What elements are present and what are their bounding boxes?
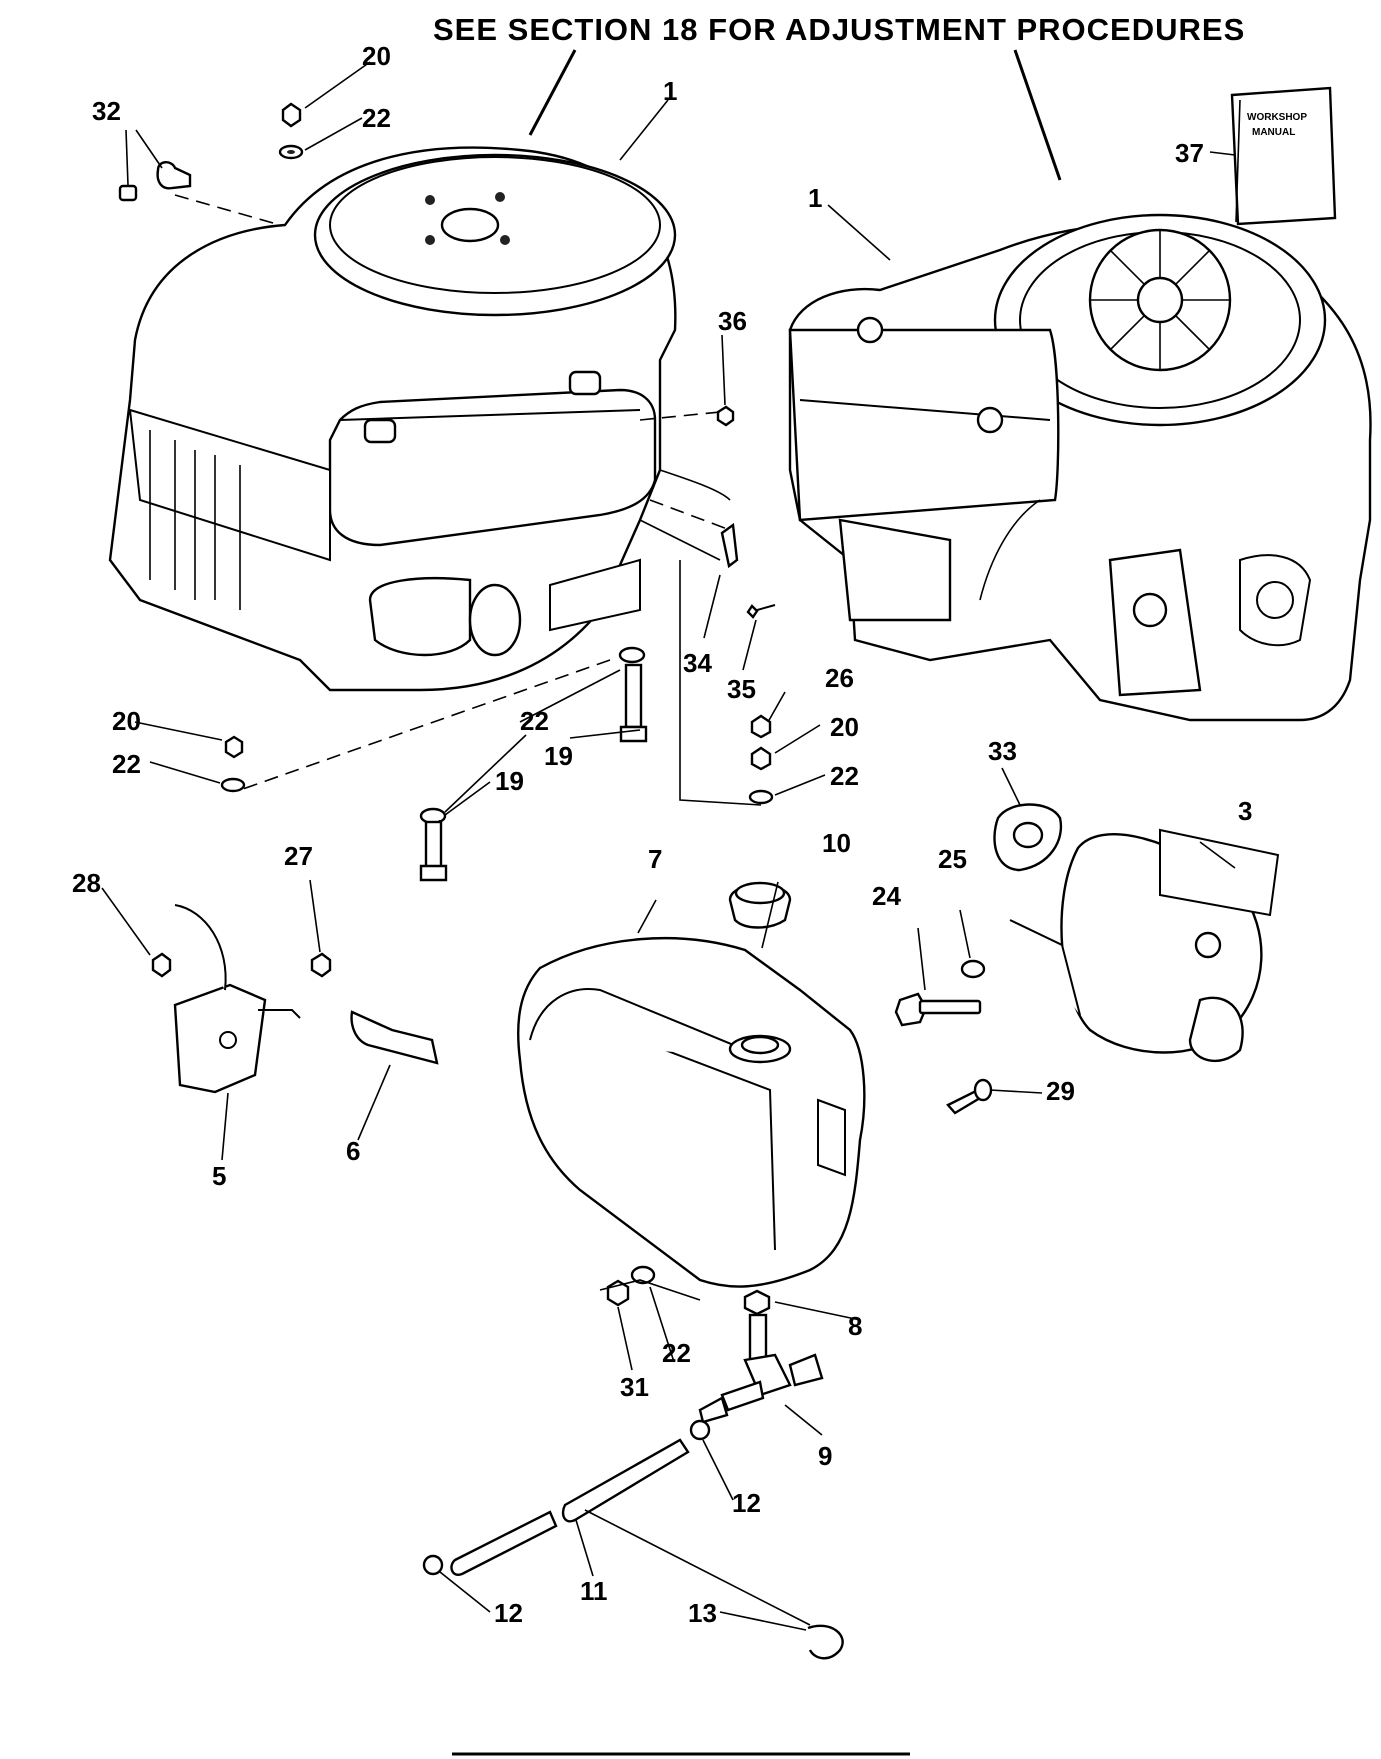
callout-12: 12 <box>494 1598 523 1628</box>
nut-illustration <box>606 1279 630 1307</box>
fuel-hose-illustration <box>561 1438 690 1523</box>
callout-labels: 20 22 32 1 1 37 36 34 35 26 20 22 20 22 … <box>72 41 1252 1628</box>
callout-27: 27 <box>284 841 313 871</box>
callout-10: 10 <box>822 828 851 858</box>
muffler-illustration <box>1009 828 1280 1062</box>
fuel-valve-illustration <box>698 1313 824 1424</box>
callout-22: 22 <box>662 1338 691 1368</box>
leader-line <box>528 49 577 136</box>
leader-line <box>1013 49 1062 181</box>
callout-13: 13 <box>688 1598 717 1628</box>
leader-lines <box>101 61 1236 1631</box>
callout-6: 6 <box>346 1136 360 1166</box>
callout-11: 11 <box>580 1576 608 1606</box>
callout-34: 34 <box>683 648 712 678</box>
callout-29: 29 <box>1046 1076 1075 1106</box>
callout-20: 20 <box>830 712 859 742</box>
callout-22: 22 <box>520 706 549 736</box>
section-reference-heading: SEE SECTION 18 FOR ADJUSTMENT PROCEDURES <box>433 12 1245 47</box>
callout-22: 22 <box>830 761 859 791</box>
callout-19: 19 <box>544 741 573 771</box>
callout-5: 5 <box>212 1161 226 1191</box>
engine-left-illustration <box>108 146 731 692</box>
callout-37: 37 <box>1175 138 1204 168</box>
callout-12: 12 <box>732 1488 761 1518</box>
callout-35: 35 <box>727 674 756 704</box>
hardware-parts <box>118 102 776 882</box>
workshop-manual-illustration: WORKSHOP MANUAL <box>1230 86 1337 226</box>
fuel-tank-illustration <box>517 936 866 1288</box>
callout-9: 9 <box>818 1441 832 1471</box>
callout-1: 1 <box>808 183 822 213</box>
callout-20: 20 <box>112 706 141 736</box>
callout-33: 33 <box>988 736 1017 766</box>
callout-3: 3 <box>1238 796 1252 826</box>
manual-title-line1: WORKSHOP <box>1247 112 1307 123</box>
engine-right-illustration <box>788 213 1372 722</box>
callout-36: 36 <box>718 306 747 336</box>
callout-1: 1 <box>663 76 677 106</box>
callout-26: 26 <box>825 663 854 693</box>
callout-32: 32 <box>92 96 121 126</box>
callout-31: 31 <box>620 1372 649 1402</box>
callout-24: 24 <box>872 881 901 911</box>
throttle-knob-illustration <box>350 1010 439 1065</box>
callout-22: 22 <box>112 749 141 779</box>
callout-19: 19 <box>495 766 524 796</box>
callout-20: 20 <box>362 41 391 71</box>
clip-illustration <box>807 1624 844 1660</box>
manual-title-line2: MANUAL <box>1252 127 1295 138</box>
callout-28: 28 <box>72 868 101 898</box>
callout-25: 25 <box>938 844 967 874</box>
callout-7: 7 <box>648 844 662 874</box>
throttle-bracket-illustration <box>151 904 332 1094</box>
callout-22: 22 <box>362 103 391 133</box>
callout-8: 8 <box>848 1311 862 1341</box>
bolt-illustration <box>894 992 928 1027</box>
